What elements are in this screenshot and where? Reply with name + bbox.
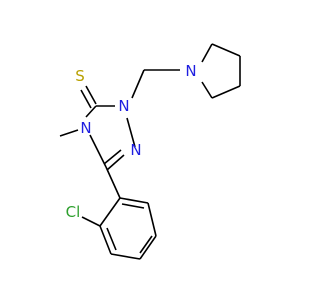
bond-ph-inner-c: [121, 203, 145, 209]
bond-n1-n2: [126, 117, 136, 148]
atom-chlorine: Cl: [66, 203, 81, 221]
bond-ph-c2-c3: [99, 225, 112, 255]
bond-n1-ch2: [131, 69, 145, 99]
bond-n4-c5: [85, 105, 97, 118]
bond-ph-c6-c1: [119, 197, 149, 204]
bond-n2-c3-a: [106, 154, 125, 171]
bond-pyr-n-c2: [201, 43, 213, 63]
bond-pyr-c5-n: [201, 81, 213, 99]
bond-ph-c1-c2: [99, 197, 121, 227]
bond-ph-c3-c4: [110, 253, 141, 260]
atom-n1: N: [118, 97, 129, 115]
bond-ph-inner-b: [139, 235, 153, 254]
bond-c3-n4: [89, 134, 107, 168]
atom-n2: N: [130, 141, 141, 159]
chemical-structure-diagram: S N N N N Cl: [59, 43, 241, 260]
bond-c-cl: [81, 216, 101, 227]
atom-n4: N: [80, 119, 91, 137]
bond-ph-inner-a: [106, 227, 117, 251]
atom-sulfur: S: [75, 67, 85, 85]
bond-pyr-c4-c5: [211, 85, 241, 99]
bond-ph-c5-c6: [147, 202, 157, 237]
bond-c5-s-b: [80, 89, 92, 109]
bond-n2-c3-b: [103, 149, 122, 165]
bond-pyr-c2-c3: [211, 43, 241, 57]
bond-n4-methyl: [59, 129, 79, 137]
bond-c5-s-a: [85, 85, 97, 105]
bond-c3-phenyl: [105, 166, 121, 199]
atom-n-pyrrolidine: N: [185, 62, 196, 80]
bond-ph-c4-c5: [139, 235, 157, 260]
